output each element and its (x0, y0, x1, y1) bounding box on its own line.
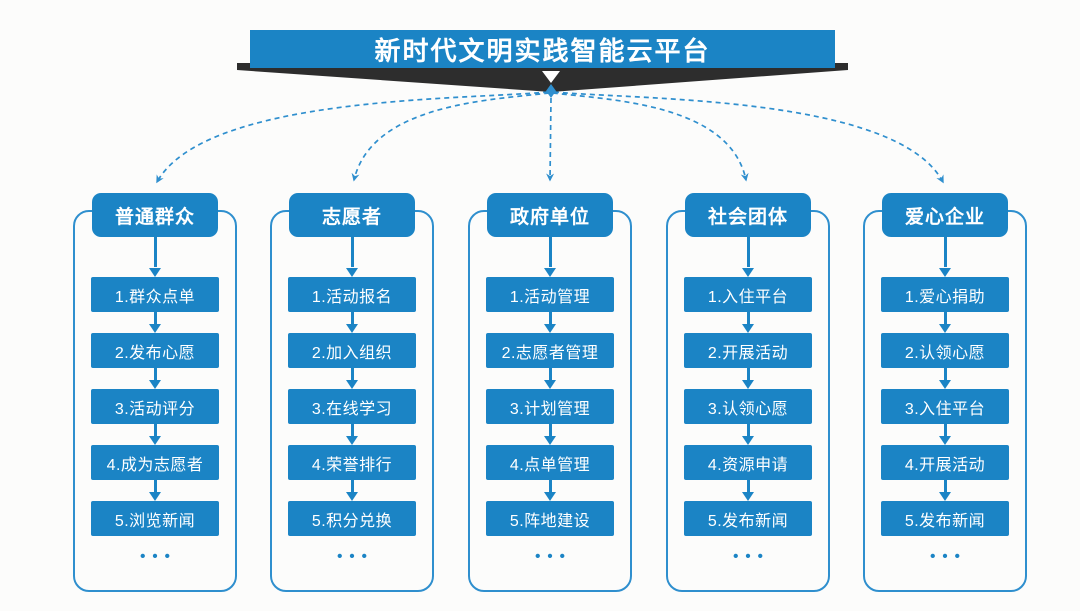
flow-step: 3.认领心愿 (684, 389, 812, 424)
down-arrow-icon (746, 368, 750, 380)
more-steps-ellipsis: ••• (140, 548, 177, 565)
flow-step: 5.阵地建设 (486, 501, 614, 536)
down-arrow-icon (548, 312, 552, 324)
down-arrow-icon (943, 480, 947, 492)
flow-step: 1.活动管理 (486, 277, 614, 312)
down-arrow-icon (746, 480, 750, 492)
flow-step: 5.发布新闻 (881, 501, 1009, 536)
more-steps-ellipsis: ••• (337, 548, 374, 565)
down-arrow-icon (943, 424, 947, 436)
role-flow: 1.爱心捐助 2.认领心愿 3.入住平台 4.开展活动 5.发布新闻 (863, 237, 1027, 536)
fanout-arrow-2 (351, 92, 550, 182)
down-arrow-icon (746, 312, 750, 324)
role-flow: 1.群众点单 2.发布心愿 3.活动评分 4.成为志愿者 5.浏览新闻 (73, 237, 237, 536)
down-arrow-icon (746, 237, 750, 267)
role-column: 普通群众 1.群众点单 2.发布心愿 3.活动评分 4.成为志愿者 5.浏览新闻… (73, 193, 237, 592)
flow-step: 1.爱心捐助 (881, 277, 1009, 312)
more-steps-ellipsis: ••• (733, 548, 770, 565)
fanout-arrow-5 (553, 91, 944, 184)
flow-step: 2.加入组织 (288, 333, 416, 368)
role-flow: 1.活动管理 2.志愿者管理 3.计划管理 4.点单管理 5.阵地建设 (468, 237, 632, 536)
down-arrow-icon (943, 237, 947, 267)
role-flow: 1.活动报名 2.加入组织 3.在线学习 4.荣誉排行 5.积分兑换 (270, 237, 434, 536)
flow-step: 2.认领心愿 (881, 333, 1009, 368)
role-flow: 1.入住平台 2.开展活动 3.认领心愿 4.资源申请 5.发布新闻 (666, 237, 830, 536)
down-arrow-icon (350, 480, 354, 492)
fanout-arrow-1 (156, 91, 549, 184)
down-arrow-icon (350, 312, 354, 324)
flow-step: 3.在线学习 (288, 389, 416, 424)
fanout-arrow-4 (552, 92, 749, 182)
role-column: 爱心企业 1.爱心捐助 2.认领心愿 3.入住平台 4.开展活动 5.发布新闻 … (863, 193, 1027, 592)
role-header: 普通群众 (92, 193, 218, 237)
more-steps-ellipsis: ••• (535, 548, 572, 565)
down-arrow-icon (350, 368, 354, 380)
down-arrow-icon (153, 480, 157, 492)
platform-title-banner: 新时代文明实践智能云平台 (250, 30, 835, 68)
down-arrow-icon (548, 424, 552, 436)
down-arrow-icon (943, 312, 947, 324)
down-arrow-icon (943, 368, 947, 380)
flow-step: 4.点单管理 (486, 445, 614, 480)
role-header: 爱心企业 (882, 193, 1008, 237)
down-arrow-icon (153, 368, 157, 380)
title-down-arrow-icon (542, 71, 560, 83)
more-steps-ellipsis: ••• (930, 548, 967, 565)
flow-step: 3.入住平台 (881, 389, 1009, 424)
flow-step: 1.群众点单 (91, 277, 219, 312)
flow-step: 5.积分兑换 (288, 501, 416, 536)
flow-step: 3.活动评分 (91, 389, 219, 424)
down-arrow-icon (548, 237, 552, 267)
flow-step: 1.入住平台 (684, 277, 812, 312)
down-arrow-icon (350, 237, 354, 267)
flow-step: 2.发布心愿 (91, 333, 219, 368)
center-node-icon (546, 84, 556, 98)
flow-step: 4.成为志愿者 (91, 445, 219, 480)
down-arrow-icon (153, 237, 157, 267)
role-column: 社会团体 1.入住平台 2.开展活动 3.认领心愿 4.资源申请 5.发布新闻 … (666, 193, 830, 592)
flow-step: 4.资源申请 (684, 445, 812, 480)
role-header: 志愿者 (289, 193, 415, 237)
down-arrow-icon (548, 480, 552, 492)
flow-step: 5.发布新闻 (684, 501, 812, 536)
flow-step: 4.开展活动 (881, 445, 1009, 480)
down-arrow-icon (746, 424, 750, 436)
fanout-arrow-3 (546, 97, 555, 182)
flow-step: 2.开展活动 (684, 333, 812, 368)
role-header: 政府单位 (487, 193, 613, 237)
flow-step: 3.计划管理 (486, 389, 614, 424)
flow-step: 1.活动报名 (288, 277, 416, 312)
flow-step: 5.浏览新闻 (91, 501, 219, 536)
role-header: 社会团体 (685, 193, 811, 237)
platform-title: 新时代文明实践智能云平台 (374, 35, 711, 66)
flow-step: 2.志愿者管理 (486, 333, 614, 368)
down-arrow-icon (153, 312, 157, 324)
down-arrow-icon (153, 424, 157, 436)
role-column: 志愿者 1.活动报名 2.加入组织 3.在线学习 4.荣誉排行 5.积分兑换 •… (270, 193, 434, 592)
flow-step: 4.荣誉排行 (288, 445, 416, 480)
role-column: 政府单位 1.活动管理 2.志愿者管理 3.计划管理 4.点单管理 5.阵地建设… (468, 193, 632, 592)
down-arrow-icon (548, 368, 552, 380)
down-arrow-icon (350, 424, 354, 436)
